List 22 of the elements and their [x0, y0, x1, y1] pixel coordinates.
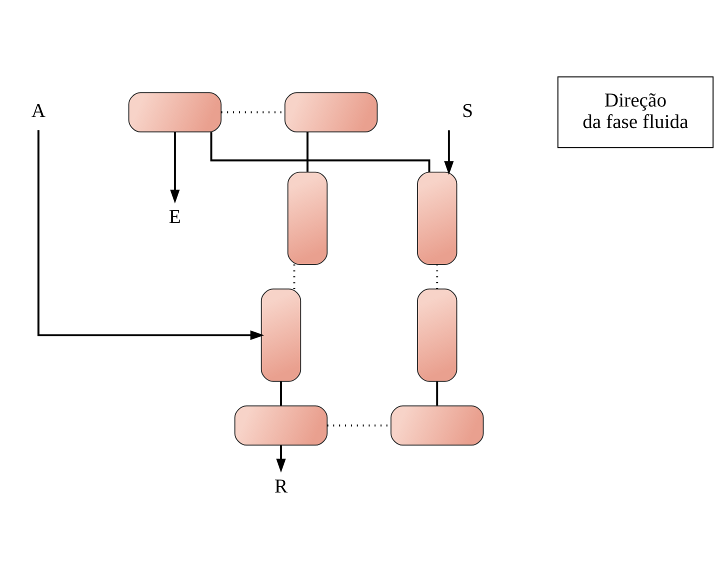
arrow — [170, 132, 180, 204]
node-box — [128, 92, 222, 132]
connector — [210, 132, 430, 172]
node-box — [390, 405, 484, 446]
node-text: S — [462, 101, 474, 122]
node-box — [417, 288, 458, 382]
connector — [306, 132, 308, 172]
arrow — [444, 130, 454, 175]
connector — [280, 381, 282, 406]
node-text: R — [274, 476, 288, 498]
node-box — [260, 288, 302, 382]
node-box — [284, 92, 378, 132]
connector — [293, 264, 296, 289]
node-text: A — [31, 101, 46, 122]
node-box — [234, 405, 328, 446]
node-box — [287, 172, 328, 265]
arrow — [276, 445, 286, 473]
node-text: E — [168, 207, 181, 228]
node-box — [417, 172, 458, 265]
label: Direção da fase fluida — [582, 90, 688, 133]
connector — [436, 381, 438, 406]
arrow — [37, 130, 264, 340]
